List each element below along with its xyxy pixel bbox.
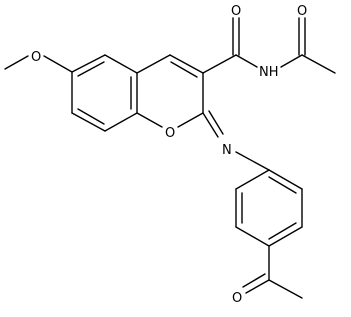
bond-c4-c3: [169, 54, 204, 74]
bond-lines: [4, 17, 336, 299]
bond-ph1-ph2-inner: [268, 176, 297, 194]
bond-c2-ringo: [177, 112, 204, 128]
atom-label-methoxy-o: O: [31, 50, 41, 65]
atom-label-amide-nh: NH: [259, 65, 279, 80]
bond-c8a-c8: [104, 112, 138, 132]
bond-c8-c7: [71, 112, 106, 132]
bond-c3-carbonyl: [202, 54, 237, 74]
bond-c5-c4a: [104, 54, 138, 74]
bond-ringo-c8a: [136, 112, 163, 128]
bond-c6-c5-inner: [77, 61, 105, 77]
bond-ph4-ph5: [235, 226, 270, 247]
bond-c6-c5: [71, 54, 106, 73]
atom-labels: O O NH O O N O: [31, 4, 307, 306]
bond-nh-acetyl: [280, 54, 303, 68]
bond-ketone-o1: [245, 279, 270, 294]
bond-c4-c3-inner: [170, 61, 198, 78]
atom-label-amide-o: O: [231, 4, 241, 19]
bond-ph3-ph4-inner: [268, 222, 297, 240]
bond-c8-c7-inner: [77, 108, 105, 125]
atom-label-ketone-o: O: [232, 291, 242, 306]
bond-c4a-c4: [136, 54, 171, 74]
atom-label-ring-o: O: [165, 126, 175, 141]
bond-ketone-o2: [242, 273, 266, 288]
bond-methyl-o: [4, 55, 29, 70]
bond-ketone-methyl: [268, 279, 303, 299]
bond-acetyl-methyl: [301, 54, 336, 74]
bond-c2-n2: [208, 110, 224, 135]
bond-ph1-ph2: [268, 169, 303, 190]
bond-ph3-ph4: [268, 226, 303, 247]
bond-n-phenyl: [235, 151, 270, 171]
atom-label-imine-n: N: [222, 143, 232, 158]
atom-label-acetyl-o: O: [297, 4, 307, 19]
bond-c2-n1: [202, 112, 219, 138]
bond-ph6-ph1: [235, 169, 270, 190]
bond-carbonyl-nh: [235, 54, 258, 68]
bond-o-c6: [43, 55, 73, 73]
